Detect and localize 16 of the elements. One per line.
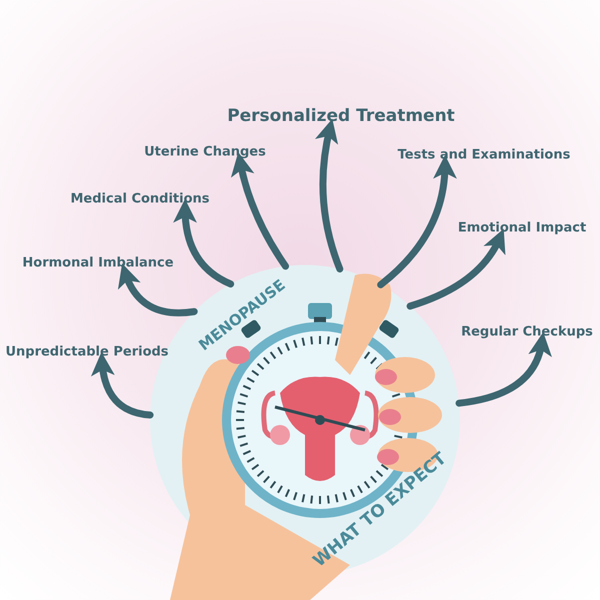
- topic-label: Unpredictable Periods: [5, 344, 169, 360]
- curved-arrow: [315, 118, 344, 272]
- curved-arrow: [406, 228, 505, 310]
- topic-label: Personalized Treatment: [227, 106, 455, 126]
- curved-arrow: [231, 152, 290, 270]
- topic-label: Medical Conditions: [70, 192, 210, 206]
- curved-arrow: [377, 154, 456, 288]
- topic-label: Tests and Examinations: [398, 148, 570, 162]
- topic-label: Uterine Changes: [144, 144, 266, 160]
- curved-arrow: [118, 264, 198, 316]
- curved-arrow: [174, 198, 234, 288]
- curved-arrow: [456, 332, 551, 407]
- topic-label: Regular Checkups: [461, 324, 593, 340]
- curved-arrow: [92, 352, 154, 419]
- topic-label: Emotional Impact: [458, 220, 586, 236]
- topic-label: Hormonal Imbalance: [22, 256, 174, 270]
